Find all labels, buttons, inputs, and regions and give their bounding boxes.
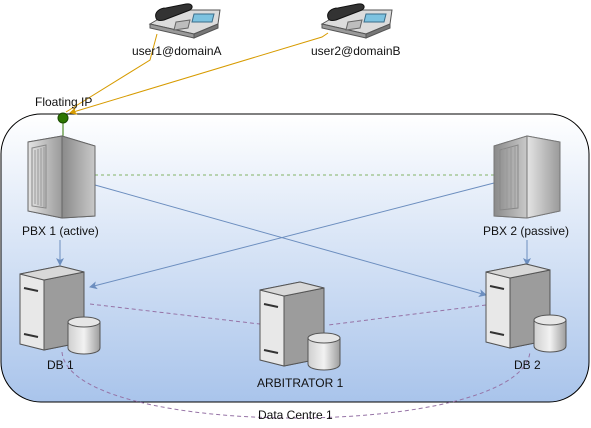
user2-label: user2@domainB [311, 44, 401, 58]
user1-floating-ip-link [65, 33, 158, 113]
user2-floating-ip-link [69, 32, 329, 115]
floating-ip-label: Floating IP [35, 95, 93, 109]
pbx2-label: PBX 2 (passive) [483, 224, 570, 238]
database-server-icon [19, 265, 101, 355]
db2-label: DB 2 [514, 358, 541, 372]
desk-phone-icon [320, 3, 393, 39]
database-server-icon [259, 281, 341, 371]
server-tower-icon [493, 135, 561, 219]
server-tower-icon [27, 135, 96, 219]
desk-phone-icon [148, 3, 221, 39]
pbx2-db1-link [89, 182, 495, 290]
data-centre-container [0, 113, 590, 403]
db1-arbitrator-link [89, 303, 269, 326]
floating-ip-dot [57, 112, 69, 124]
pbx1-label: PBX 1 (active) [22, 224, 99, 238]
data-centre-label: Data Centre 1 [258, 408, 333, 422]
database-server-icon [485, 263, 567, 353]
db-replication-arc [61, 351, 531, 419]
db1-label: DB 1 [47, 358, 74, 372]
db2-arbitrator-link [327, 304, 487, 326]
user1-label: user1@domainA [132, 44, 222, 58]
pbx1-db2-link [94, 184, 487, 297]
arbitrator-label: ARBITRATOR 1 [257, 376, 344, 390]
